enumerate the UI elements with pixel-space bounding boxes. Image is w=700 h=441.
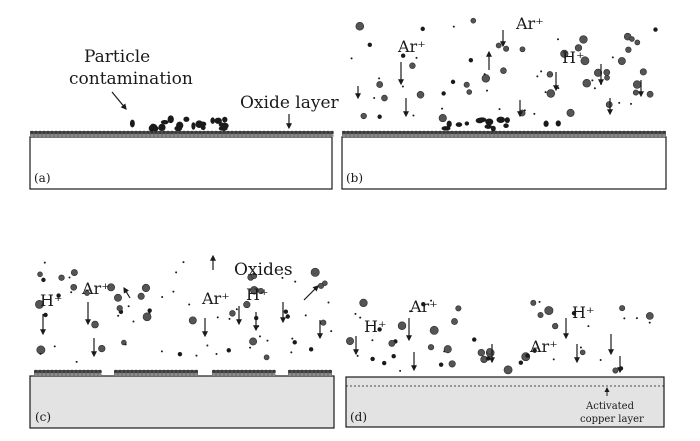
oxide-layer-b (342, 130, 666, 138)
ion-label-b-ar-1: Ar⁺ (397, 37, 426, 56)
oxide-remnants-c (34, 369, 332, 377)
ion-arrow (123, 286, 131, 299)
substrate-c (29, 375, 335, 429)
ion-label-c-ar-1: Ar⁺ (81, 279, 110, 298)
panel-a: (a) Particle contamination Oxide layer (29, 47, 340, 190)
panel-letter-d: (d) (350, 410, 367, 424)
ion-label-d-h-1: H⁺ (364, 317, 386, 336)
ion-label-c-ar-2: Ar⁺ (201, 289, 230, 308)
substrate-a (29, 136, 333, 190)
annotation-particle: Particle (84, 47, 150, 67)
ion-label-b-ar-2: Ar⁺ (515, 14, 544, 33)
ion-label-d-ar-1: Ar⁺ (409, 297, 438, 316)
annotation-contamination: contamination (69, 69, 193, 89)
panel-b: (b) Ar⁺ Ar⁺ H⁺ (341, 14, 667, 190)
ion-cloud-c (35, 261, 333, 363)
particles-b (441, 116, 561, 132)
ion-label-b-h: H⁺ (562, 48, 584, 67)
substrate-d (345, 376, 665, 428)
ion-label-c-h-2: H⁺ (246, 285, 268, 304)
ion-arrows-b (355, 30, 644, 118)
ion-label-c-h-1: H⁺ (40, 291, 62, 310)
panel-letter-c: (c) (35, 410, 51, 424)
ion-cloud-b (350, 17, 658, 123)
panel-letter-b: (b) (346, 171, 363, 185)
panel-d: (d) H⁺ Ar⁺ Ar⁺ H⁺ Activated copper layer (345, 297, 665, 428)
annotation-activated: Activated (585, 401, 635, 412)
ion-arrows-d (353, 318, 623, 374)
ion-label-d-ar-2: Ar⁺ (529, 337, 558, 356)
ion-cloud-d (346, 298, 654, 375)
annotation-copper-layer: copper layer (580, 414, 644, 425)
annotation-oxides: Oxides (234, 260, 293, 280)
panel-c: (c) Oxides H⁺ Ar⁺ Ar⁺ H⁺ (29, 254, 335, 429)
ion-label-d-h-2: H⁺ (572, 303, 594, 322)
annotation-oxide-layer: Oxide layer (240, 93, 340, 113)
ion-arrows-c (40, 254, 323, 358)
ion-arrow (303, 285, 319, 301)
oxide-layer-a (30, 130, 334, 138)
particle-pointer-arrow (111, 91, 127, 110)
particles-a (129, 115, 229, 132)
substrate-b (341, 136, 667, 190)
panel-letter-a: (a) (34, 171, 51, 185)
